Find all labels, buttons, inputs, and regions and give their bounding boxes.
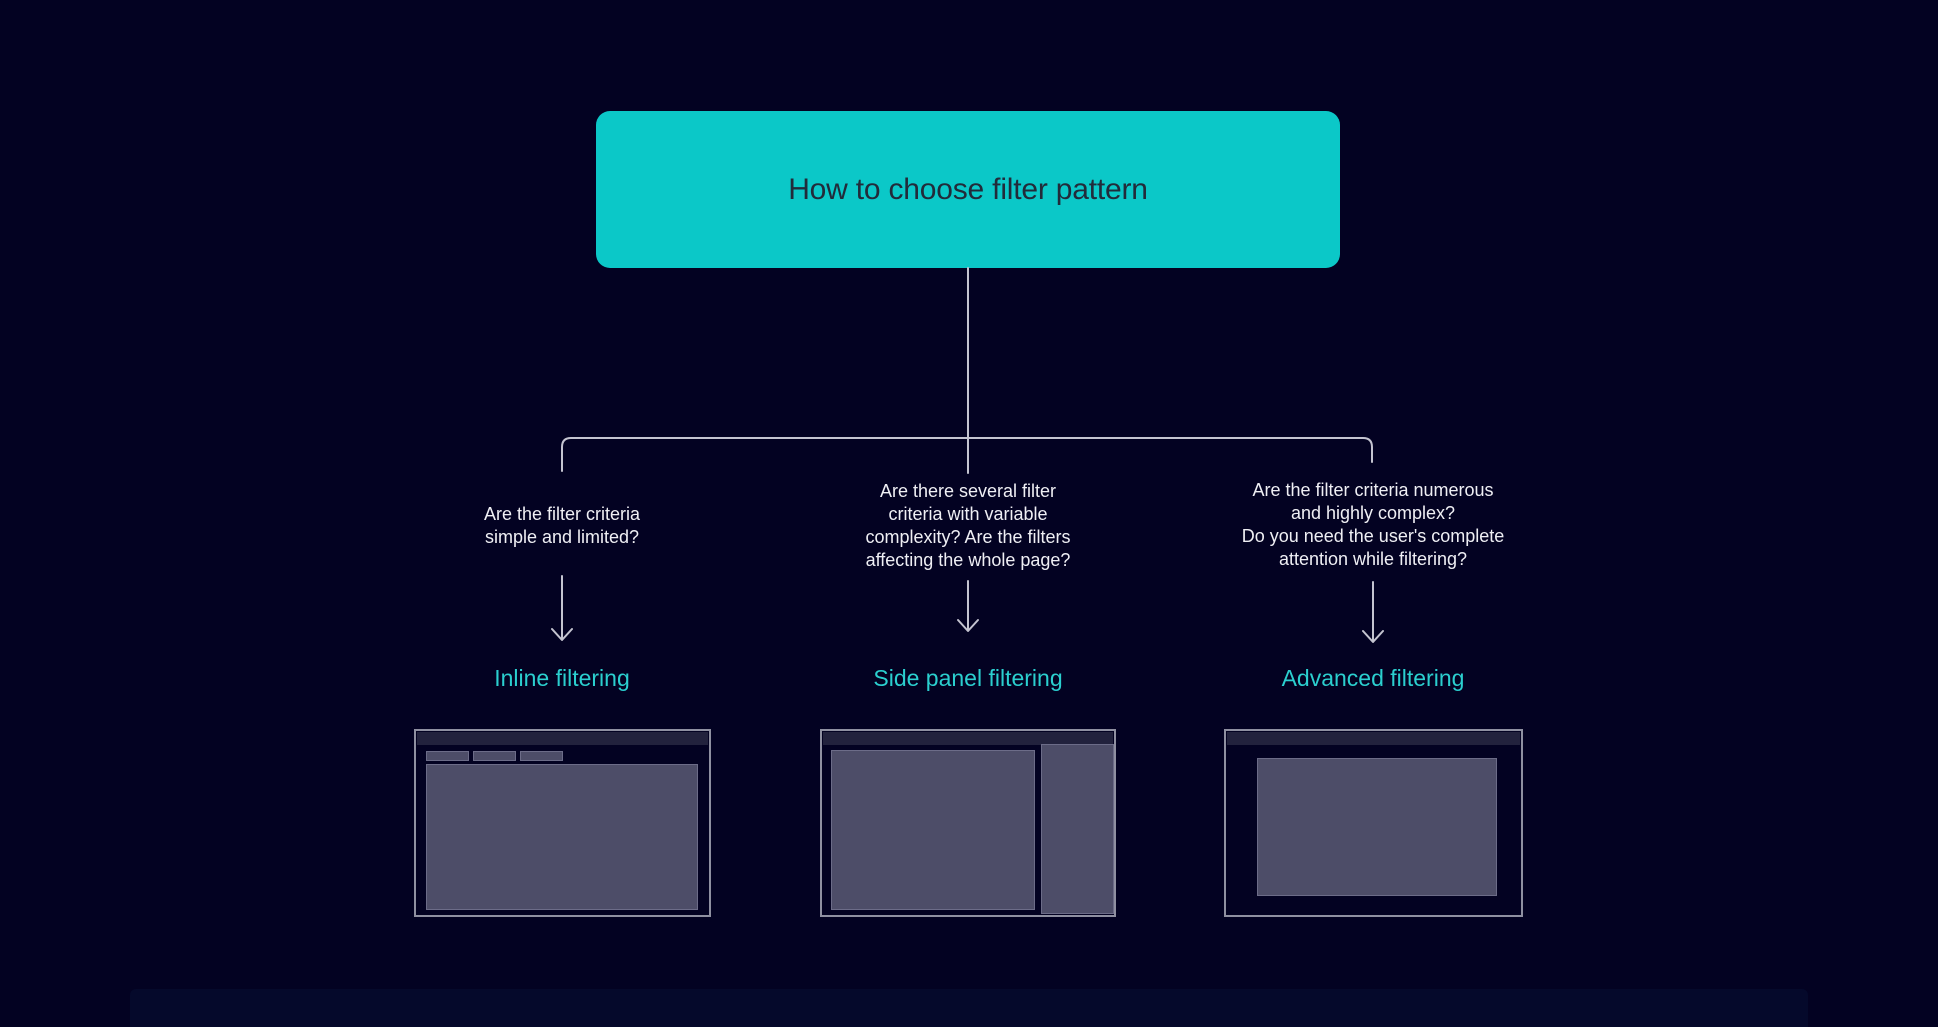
wireframe-filter-chip — [426, 751, 469, 761]
wireframe-header-bar — [417, 732, 708, 745]
arrow-head-center — [957, 619, 979, 632]
next-section-edge — [130, 989, 1808, 1027]
wireframe-content-area — [426, 764, 698, 910]
question-line: attention while filtering? — [1278, 549, 1468, 569]
connector-branch-right — [967, 437, 1373, 463]
wireframe-side-panel — [1041, 744, 1114, 914]
advanced-filtering-wireframe — [1224, 729, 1523, 917]
arrow-head-left — [551, 628, 573, 641]
question-inline-filtering: Are the filter criteria simple and limit… — [412, 503, 712, 549]
wireframe-content-area — [831, 750, 1035, 910]
question-line: Do you need the user's complete — [1241, 526, 1505, 546]
wireframe-filter-chip — [473, 751, 516, 761]
inline-filtering-wireframe — [414, 729, 711, 917]
diagram-title: How to choose filter pattern — [788, 172, 1148, 206]
question-line: Are there several filter — [879, 481, 1057, 501]
question-line: Are the filter criteria — [483, 504, 641, 524]
arrow-head-right — [1362, 630, 1384, 643]
question-advanced-filtering: Are the filter criteria numerous and hig… — [1203, 479, 1543, 571]
result-label-side-panel-filtering: Side panel filtering — [873, 665, 1063, 691]
result-label-inline-filtering: Inline filtering — [494, 665, 630, 691]
connector-branch-left — [561, 437, 969, 472]
question-line: criteria with variable — [888, 504, 1048, 524]
root-node-how-to-choose-filter-pattern: How to choose filter pattern — [596, 111, 1340, 268]
question-side-panel-filtering: Are there several filter criteria with v… — [818, 480, 1118, 572]
wireframe-filter-chip-row — [426, 751, 563, 761]
wireframe-header-bar — [1227, 732, 1520, 745]
question-line: complexity? Are the filters — [865, 527, 1071, 547]
wireframe-header-bar — [823, 732, 1113, 745]
side-panel-filtering-wireframe — [820, 729, 1116, 917]
wireframe-filter-chip — [520, 751, 563, 761]
question-line: simple and limited? — [484, 527, 640, 547]
result-label-advanced-filtering: Advanced filtering — [1281, 665, 1465, 691]
question-line: affecting the whole page? — [865, 550, 1071, 570]
wireframe-modal-dialog — [1257, 758, 1497, 896]
question-line: and highly complex? — [1290, 503, 1456, 523]
question-line: Are the filter criteria numerous — [1252, 480, 1494, 500]
